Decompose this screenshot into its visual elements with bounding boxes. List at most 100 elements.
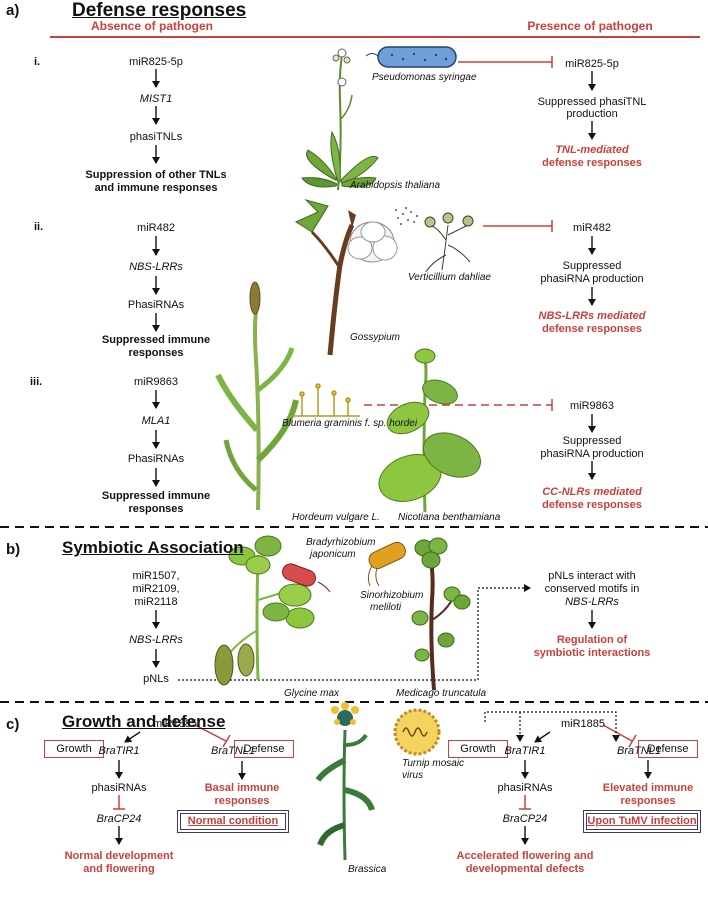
glycine-label: Glycine max bbox=[284, 688, 340, 699]
row-iii-right-mir: miR9863 bbox=[569, 400, 615, 412]
hordeum-illustration bbox=[215, 281, 299, 511]
gossypium-label: Gossypium bbox=[350, 332, 401, 343]
row-ii-left-mir: miR482 bbox=[137, 222, 175, 234]
blumeria-illustration bbox=[290, 383, 360, 417]
panel-b-mir-2: miR2109, bbox=[132, 583, 180, 595]
blumeria-label: Blumeria graminis f. sp. hordei bbox=[282, 418, 418, 429]
row-iii-left-mir: miR9863 bbox=[133, 376, 179, 388]
presence-header: Presence of pathogen bbox=[527, 19, 653, 33]
right-mir1885: miR1885 bbox=[560, 718, 606, 730]
panel-c-left-arrows bbox=[115, 731, 246, 845]
panel-c-right-arrows bbox=[521, 731, 652, 845]
sinorhizobium-label-1: Sinorhizobium bbox=[360, 590, 424, 601]
row-iii-left-outcome-2: responses bbox=[128, 503, 184, 515]
medicago-label: Medicago truncatula bbox=[396, 688, 487, 699]
right-defense-box: Defense bbox=[638, 740, 698, 758]
panel-c-letter: c) bbox=[6, 716, 20, 733]
panel-b-pnls: pNLs bbox=[143, 673, 169, 685]
row-ii-left-phasi: PhasiRNAs bbox=[127, 299, 185, 311]
left-basal-1: Basal immune bbox=[204, 782, 280, 794]
medicago-illustration bbox=[411, 537, 471, 691]
panel-a-title: Defense responses bbox=[72, 0, 247, 21]
panel-b-mir-1: miR1507, bbox=[132, 570, 180, 582]
row-ii-right-mir: miR482 bbox=[573, 222, 611, 234]
sinorhizobium-label-2: meliloti bbox=[370, 602, 402, 613]
panel-b-arrows bbox=[152, 610, 596, 668]
right-bracp24: BraCP24 bbox=[502, 813, 548, 825]
row-ii-left-outcome-2: responses bbox=[128, 347, 184, 359]
tumv-label-1: Turnip mosaic bbox=[402, 758, 465, 769]
row-ii-right-2: phasiRNA production bbox=[540, 273, 644, 285]
row-i-right-mir: miR825-5p bbox=[565, 58, 619, 70]
panel-b-outcome-2: symbiotic interactions bbox=[533, 647, 651, 659]
panel-b-outcome-1: Regulation of bbox=[556, 634, 628, 646]
row-iii-left-target: MLA1 bbox=[141, 415, 171, 427]
row-iii-label: iii. bbox=[30, 376, 43, 388]
verticillium-illustration bbox=[395, 207, 474, 273]
row-i-label: i. bbox=[34, 56, 41, 68]
row-iii-left-outcome-1: Suppressed immune bbox=[101, 490, 211, 502]
panel-b-mir-3: miR2118 bbox=[134, 596, 178, 608]
bradyrhizobium-label-2: japonicum bbox=[310, 549, 356, 560]
left-bratnl1: BraTNL1 bbox=[210, 745, 256, 757]
pseudomonas-label: Pseudomonas syringae bbox=[372, 72, 477, 83]
panel-a-letter: a) bbox=[6, 2, 20, 19]
row-i-left-outcome-1: Suppression of other TNLs bbox=[85, 169, 227, 181]
hordeum-label: Hordeum vulgare L. bbox=[292, 512, 380, 523]
bradyrhizobium-illustration bbox=[282, 563, 331, 593]
row-iii-right-2: phasiRNA production bbox=[540, 448, 644, 460]
row-i-left-target: MIST1 bbox=[139, 93, 173, 105]
right-outcome-1: Accelerated flowering and bbox=[456, 850, 594, 862]
row-iii-right-outcome-1: CC-NLRs mediated bbox=[542, 486, 642, 498]
panel-b-right-3: NBS-LRRs bbox=[565, 596, 619, 608]
row-iii-left-phasi: PhasiRNAs bbox=[127, 453, 185, 465]
right-outcome-2: developmental defects bbox=[465, 863, 585, 875]
row-i-right-2: production bbox=[566, 108, 618, 120]
row-ii-left-outcome-1: Suppressed immune bbox=[101, 334, 211, 346]
row-iii-right-outcome-2: defense responses bbox=[542, 499, 642, 511]
row-ii-right-1: Suppressed bbox=[562, 260, 622, 272]
left-bratir1: BraTIR1 bbox=[98, 745, 140, 757]
verticillium-label: Verticillium dahliae bbox=[408, 272, 491, 283]
left-defense-box: Defense bbox=[234, 740, 294, 758]
pseudomonas-illustration bbox=[365, 46, 457, 68]
row-iii-right-1: Suppressed bbox=[562, 435, 622, 447]
left-condition-box: Normal condition bbox=[177, 810, 289, 833]
tumv-label-2: virus bbox=[402, 770, 424, 781]
right-bratnl1: BraTNL1 bbox=[616, 745, 662, 757]
gossypium-illustration bbox=[294, 199, 398, 356]
row-ii-label: ii. bbox=[34, 221, 44, 233]
arabidopsis-illustration bbox=[301, 48, 379, 191]
right-phasirnas: phasiRNAs bbox=[497, 782, 553, 794]
sinorhizobium-illustration bbox=[367, 541, 406, 587]
right-bratir1: BraTIR1 bbox=[504, 745, 546, 757]
row-ii-left-target: NBS-LRRs bbox=[129, 261, 183, 273]
panel-b-right-1: pNLs interact with bbox=[548, 570, 636, 582]
row-i-right-1: Suppressed phasiTNL bbox=[537, 96, 647, 108]
panel-b-right-2: conserved motifs in bbox=[544, 583, 640, 595]
pnl-dotted-path bbox=[178, 584, 531, 681]
arabidopsis-label: Arabidopsis thaliana bbox=[350, 180, 441, 191]
row-i-right-outcome-2: defense responses bbox=[542, 157, 642, 169]
row-i-left-phasi: phasiTNLs bbox=[129, 131, 183, 143]
bradyrhizobium-label-1: Bradyrhizobium bbox=[306, 537, 376, 548]
left-growth-box: Growth bbox=[44, 740, 104, 758]
nicotiana-label: Nicotiana benthamiana bbox=[398, 512, 501, 523]
turnip-mosaic-virus-illustration bbox=[393, 708, 441, 756]
panel-b-target: NBS-LRRs bbox=[129, 634, 183, 646]
left-outcome-2: and flowering bbox=[83, 863, 155, 875]
row-ii-right-outcome-1: NBS-LRRs mediated bbox=[538, 310, 646, 322]
panel-c-title: Growth and defense bbox=[62, 712, 226, 731]
panel-b-title: Symbiotic Association bbox=[62, 538, 244, 557]
left-basal-2: responses bbox=[214, 795, 270, 807]
panel-b-letter: b) bbox=[6, 541, 21, 558]
left-bracp24: BraCP24 bbox=[96, 813, 142, 825]
left-outcome-1: Normal development bbox=[64, 850, 174, 862]
left-mir1885: miR1885 bbox=[152, 718, 198, 730]
glycine-illustration bbox=[214, 535, 315, 686]
right-elevated-2: responses bbox=[620, 795, 676, 807]
row-i-left-mir: miR825-5p bbox=[129, 56, 183, 68]
nicotiana-illustration bbox=[378, 348, 481, 513]
